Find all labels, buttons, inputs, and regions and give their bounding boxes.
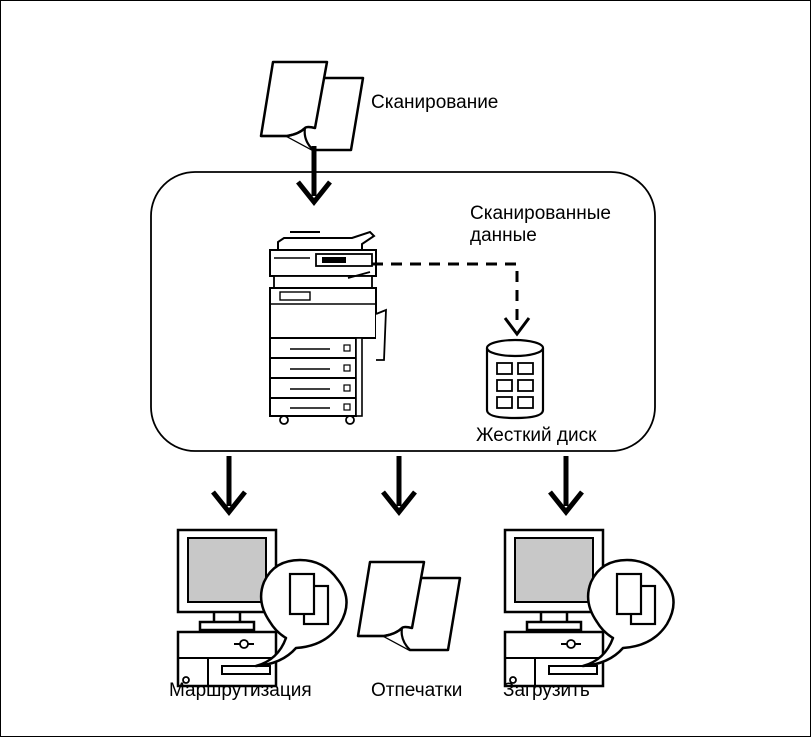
printouts-label: Отпечатки [371,680,463,701]
scanning-label: Сканирование [371,92,499,113]
arrow-down-icon [383,456,415,512]
hard-disk-label: Жесткий диск [476,425,597,446]
routing-label: Маршрутизация [169,680,312,701]
routing-computer-icon [176,528,348,688]
arrow-down-icon [550,456,582,512]
scanned-data-label: Сканированные данные [470,203,611,246]
download-computer-icon [503,528,675,688]
data-flow-dashed-arrow [372,262,531,337]
system-boundary-box [150,171,656,452]
arrow-down-icon [298,146,330,202]
mfp-device-icon [269,230,387,425]
arrow-down-icon [213,456,245,512]
download-label: Загрузить [503,680,590,701]
hard-disk-icon [485,338,545,420]
printout-document-icon [356,560,462,652]
scan-document-icon [259,60,365,152]
